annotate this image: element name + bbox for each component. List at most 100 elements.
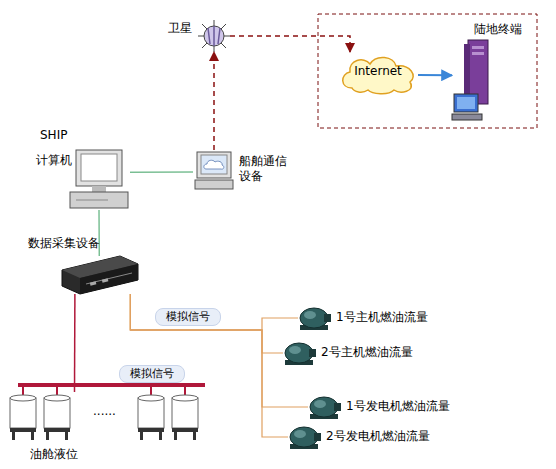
icon-ellipse — [314, 400, 326, 408]
icon-ellipse — [285, 343, 313, 363]
icon-rect — [452, 114, 482, 120]
connector-line — [74, 294, 76, 392]
icon-rect — [195, 180, 233, 189]
collector-icon — [62, 256, 138, 294]
icon-ellipse — [290, 427, 318, 447]
icon-rect — [46, 432, 49, 440]
icon-rect — [140, 432, 143, 440]
icon-rect — [65, 432, 68, 440]
connector-line — [130, 294, 298, 330]
ship-comm-device: 船舶通信设备 — [193, 150, 235, 190]
icon-rect — [334, 403, 341, 411]
icon-rect — [102, 278, 109, 282]
connector-line — [130, 172, 193, 173]
meter-icon — [288, 424, 322, 450]
ship-computer: 计算机 — [68, 148, 130, 210]
icon-rect — [193, 432, 196, 440]
icon-rect — [159, 432, 162, 440]
node-text: 陆地终端 — [474, 22, 522, 37]
icon-rect — [81, 154, 117, 181]
icon-rect — [138, 398, 164, 428]
icon-circle — [204, 26, 224, 46]
meter-icon — [283, 340, 317, 366]
icon-rect — [309, 349, 316, 357]
icon-g — [10, 428, 198, 440]
icon-ellipse — [294, 430, 306, 438]
node-text: 船舶通信设备 — [239, 154, 289, 184]
satellite-node: 卫星 — [198, 20, 230, 52]
node-text: Internet — [338, 64, 418, 79]
icon-rect — [472, 46, 484, 49]
icon-path — [204, 160, 224, 169]
flow-meter: 2号主机燃油流量 — [283, 340, 317, 366]
icon-ellipse — [172, 395, 198, 401]
connector-line — [130, 294, 308, 407]
tank-bus-line — [18, 383, 205, 387]
icon-ellipse — [300, 308, 328, 328]
icon-ellipse — [310, 397, 338, 417]
icon-ellipse — [138, 395, 164, 401]
node-text: 1号发电机燃油流量 — [346, 399, 450, 414]
node-text: 计算机 — [36, 153, 72, 168]
node-text: 2号主机燃油流量 — [321, 345, 413, 360]
meter-icon — [298, 305, 332, 331]
icon-rect — [172, 428, 198, 432]
icon-ellipse — [10, 395, 36, 401]
land-group-frame — [318, 14, 537, 128]
flow-meter: 2号发电机燃油流量 — [288, 424, 322, 450]
node-text: 2号发电机燃油流量 — [326, 429, 430, 444]
ship-label: SHIP — [40, 128, 67, 143]
computer-icon — [68, 148, 130, 210]
signal-badge: 模拟信号 — [119, 365, 185, 383]
icon-rect — [454, 94, 478, 112]
connector-line — [418, 74, 452, 76]
icon-ellipse — [304, 311, 316, 319]
icon-rect — [10, 428, 36, 432]
icon-line — [202, 24, 226, 48]
icon-rect — [12, 432, 15, 440]
icon-polygon — [62, 256, 138, 294]
comm-icon — [193, 150, 235, 190]
icon-rect — [172, 398, 198, 428]
icon-rect — [44, 398, 70, 428]
icon-rect — [44, 428, 70, 432]
land-terminal: 陆地终端 — [452, 40, 492, 122]
flow-meter: 1号主机燃油流量 — [298, 305, 332, 331]
icon-polygon — [80, 264, 138, 294]
icon-rect — [70, 192, 128, 208]
icon-rect — [76, 150, 122, 186]
icon-rect — [457, 97, 475, 109]
icon-ellipse — [44, 395, 70, 401]
meter-icon — [308, 394, 342, 420]
land-icon — [452, 40, 492, 122]
icon-rect — [197, 152, 231, 178]
icon-line — [76, 200, 108, 201]
node-text: 卫星 — [168, 21, 192, 36]
icon-rect — [31, 432, 34, 440]
icon-ellipse — [289, 346, 301, 354]
icon-rect — [174, 432, 177, 440]
icon-rect — [138, 428, 164, 432]
node-text: 油舱液位 — [30, 447, 78, 462]
icon-rect — [472, 52, 484, 55]
icon-rect — [90, 281, 97, 285]
signal-badge: 模拟信号 — [155, 308, 221, 326]
ellipsis-mark: ...... — [93, 404, 116, 419]
icon-rect — [92, 186, 106, 192]
icon-path — [208, 26, 220, 46]
icon-rect — [324, 314, 331, 322]
node-text: 数据采集设备 — [28, 236, 100, 251]
connector-line — [213, 52, 215, 150]
icon-g — [10, 395, 198, 428]
icon-rect — [201, 155, 227, 174]
connector-line — [130, 294, 283, 353]
connector-line — [230, 36, 350, 52]
node-text: 1号主机燃油流量 — [336, 310, 428, 325]
internet-cloud: Internet — [338, 52, 418, 94]
icon-rect — [314, 433, 321, 441]
icon-line — [202, 24, 226, 48]
icon-rect — [10, 398, 36, 428]
data-collector: 数据采集设备 — [62, 256, 138, 294]
satellite-icon — [198, 20, 230, 52]
